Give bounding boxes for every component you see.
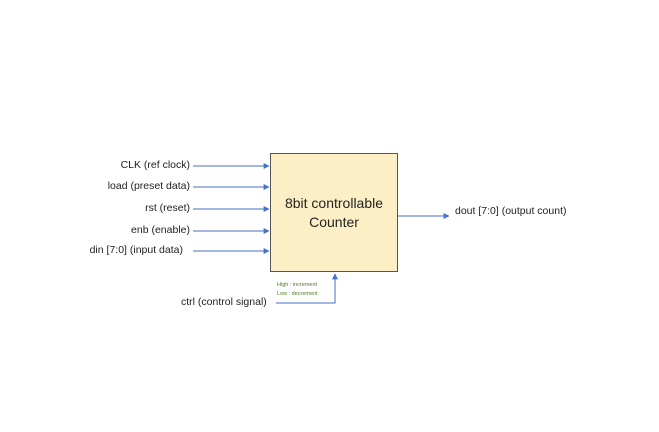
block-title-line1: 8bit controllable [284,194,384,211]
input-label-din: din [7:0] (input data) [89,244,183,256]
ctrl-arrow [276,273,338,304]
ctrl-note-low: Low : decrement [277,291,318,297]
ctrl-label: ctrl (control signal) [181,296,267,308]
counter-block: 8bit controllable Counter [270,153,398,272]
block-title: 8bit controllable Counter [285,194,383,232]
ctrl-note-high: High : increment [277,282,318,288]
input-label-load: load (preset data) [107,180,190,192]
block-title-line2: Counter [309,213,359,230]
input-label-enb: enb (enable) [131,224,190,236]
output-label-dout: dout [7:0] (output count) [455,205,567,217]
input-label-rst: rst (reset) [145,202,190,214]
input-label-clk: CLK (ref clock) [120,159,190,171]
